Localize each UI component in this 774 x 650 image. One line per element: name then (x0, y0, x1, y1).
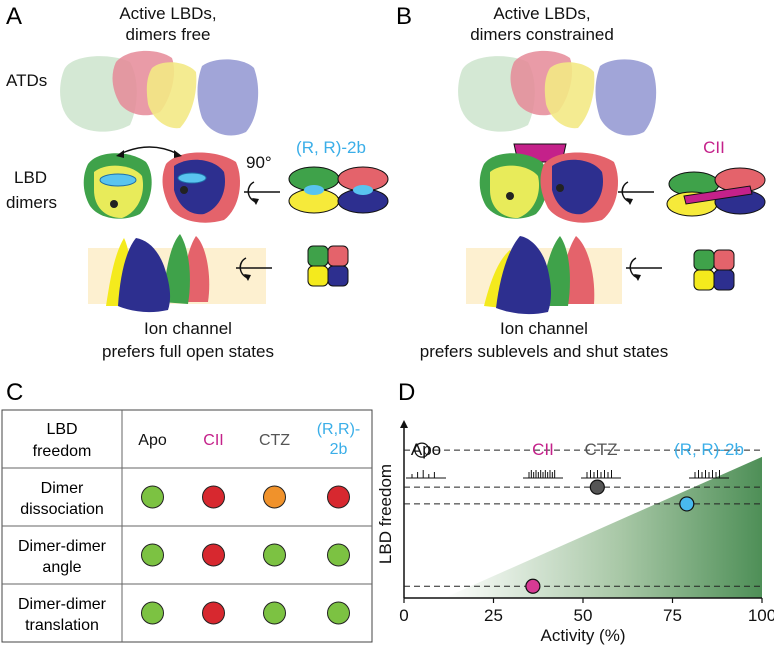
channel-trace-icon (581, 470, 621, 479)
ion-channel-a (106, 234, 210, 313)
lbd-label-line1: LBD (14, 168, 47, 187)
lbd-dimer-left-a (83, 153, 152, 219)
data-point (525, 578, 541, 594)
lbd-dimer-right-a (162, 152, 240, 223)
table-row-label: translation (25, 617, 99, 634)
data-point (589, 479, 605, 495)
state-dot-red (202, 601, 225, 625)
compound-label-b: CII (703, 138, 725, 157)
x-tick-label: 0 (399, 606, 408, 625)
double-arrow (119, 146, 179, 155)
table-row-label: dissociation (20, 501, 104, 518)
table-header-label: freedom (33, 443, 92, 460)
series-label: CII (532, 440, 554, 459)
state-dot-red (202, 543, 225, 567)
compound-label-a: (R, R)-2b (296, 138, 366, 157)
channel-trace-icon (406, 470, 446, 479)
series-label: (R, R)-2b (674, 440, 744, 459)
state-dot-green (327, 543, 350, 567)
state-dot-red (202, 485, 225, 509)
panel-a: A Active LBDs, dimers free ATDs LBD dime… (6, 3, 389, 361)
panel-a-title-line2: dimers free (125, 25, 210, 44)
caption-b-line2: prefers sublevels and shut states (420, 342, 669, 361)
rotation-icon-b (618, 181, 654, 205)
trace-path (406, 470, 446, 479)
panel-b: B Active LBDs, dimers constrained CII (396, 3, 766, 361)
table-column-header: (R,R)- (317, 421, 361, 438)
panel-d-letter: D (398, 379, 415, 406)
ion-channel-b (484, 236, 595, 315)
table-header-label: LBD (46, 421, 77, 438)
panel-b-letter: B (396, 3, 412, 30)
state-dot-green (263, 543, 286, 567)
lbd-label-line2: dimers (6, 193, 57, 212)
rotation-icon-a2 (236, 257, 272, 281)
x-axis-label: Activity (%) (541, 626, 626, 645)
x-tick-label: 25 (484, 606, 503, 625)
lbd-schematic-a (288, 166, 389, 214)
data-point (414, 442, 430, 458)
y-axis-arrow-icon (400, 420, 408, 428)
rotation-label: 90° (246, 153, 272, 172)
caption-a-line2: prefers full open states (102, 342, 274, 361)
trace-path (689, 470, 729, 479)
table-column-header: CTZ (259, 432, 290, 449)
state-dot-green (327, 601, 350, 625)
series-label: CTZ (584, 440, 617, 459)
table-row-label: Dimer (41, 480, 84, 497)
channel-schematic-a (307, 245, 349, 287)
table-column-header: CII (203, 432, 223, 449)
caption-a-line1: Ion channel (144, 319, 232, 338)
panel-b-title-line1: Active LBDs, (493, 4, 590, 23)
rotation-icon-a (244, 181, 280, 205)
atds-label: ATDs (6, 71, 47, 90)
table-column-header: 2b (330, 441, 348, 458)
table-row-label: Dimer-dimer (18, 538, 107, 555)
rotation-icon-b2 (626, 257, 662, 281)
x-tick-label: 100 (748, 606, 774, 625)
channel-trace-icon (523, 470, 563, 479)
state-dot-green (263, 601, 286, 625)
x-tick-label: 50 (574, 606, 593, 625)
state-dot-green (141, 485, 164, 509)
series-label: Apo (411, 440, 441, 459)
data-point (679, 496, 695, 512)
caption-b-line1: Ion channel (500, 319, 588, 338)
channel-schematic-b (693, 249, 735, 291)
atd-cluster-b (458, 50, 657, 136)
channel-trace-icon (689, 470, 729, 479)
panel-a-letter: A (6, 3, 22, 30)
state-dot-green (141, 543, 164, 567)
panel-a-title-line1: Active LBDs, (119, 4, 216, 23)
trace-path (523, 470, 563, 479)
lbd-dimer-left-b (479, 153, 548, 219)
state-dot-red (327, 485, 350, 509)
x-tick-label: 75 (663, 606, 682, 625)
state-dot-green (141, 601, 164, 625)
y-axis-label: LBD freedom (376, 464, 395, 564)
table-row-label: Dimer-dimer (18, 596, 107, 613)
activity-wedge (444, 456, 762, 598)
panel-c-letter: C (6, 379, 23, 406)
table-row-label: angle (42, 559, 81, 576)
table-column-header: Apo (138, 432, 167, 449)
atd-cluster-a (60, 50, 259, 136)
lbd-schematic-b (666, 167, 766, 217)
panel-b-title-line2: dimers constrained (470, 25, 614, 44)
lbd-dimer-right-b (540, 152, 618, 223)
trace-path (581, 470, 621, 479)
state-dot-orange (263, 485, 286, 509)
